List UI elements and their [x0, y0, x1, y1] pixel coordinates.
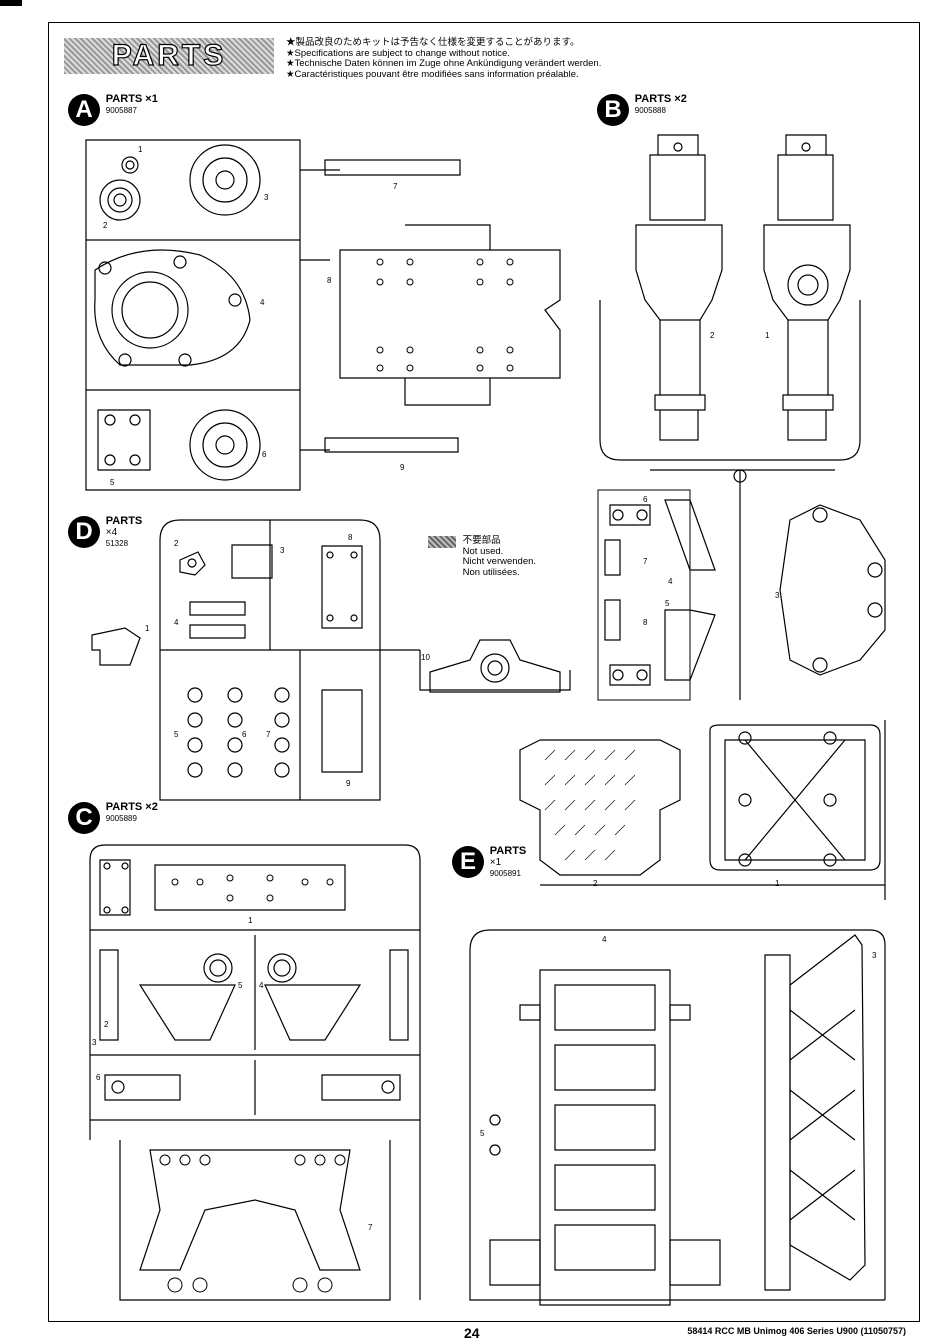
tree-b-drawing — [597, 134, 886, 701]
not-used-swatch — [428, 536, 456, 548]
pn-a4: 4 — [260, 298, 265, 307]
pn-e4: 4 — [602, 935, 607, 944]
pn-c2: 2 — [104, 1020, 109, 1029]
legend-en: Not used. — [462, 545, 504, 557]
registration-mark — [0, 0, 22, 6]
tree-e-title: PARTS — [489, 845, 527, 857]
tree-d-label: D PARTS ×4 51328 — [68, 516, 142, 549]
legend-de: Nicht verwenden. — [462, 556, 537, 567]
pn-e5: 5 — [480, 1129, 485, 1138]
part-number-labels: 1 2 3 4 5 6 7 8 9 1 2 3 4 5 6 7 8 1 2 3 … — [92, 145, 877, 1232]
tree-e-qty: ×1 — [489, 857, 502, 868]
pn-c1: 1 — [248, 916, 253, 925]
tree-d-title: PARTS — [105, 515, 143, 527]
pn-a5: 5 — [110, 478, 115, 487]
pn-b5: 5 — [665, 599, 670, 608]
tree-a-drawing — [85, 139, 561, 491]
note-jp: ★製品改良のためキットは予告なく仕様を変更することがあります。 — [286, 37, 580, 48]
tree-d-drawing — [91, 519, 571, 801]
pn-d8: 8 — [348, 533, 353, 542]
legend-fr: Non utilisées. — [462, 566, 520, 578]
tree-b-badge: B — [597, 94, 629, 126]
tree-d-badge: D — [68, 516, 100, 548]
tree-c-code: 9005889 — [105, 814, 137, 823]
note-de: ★Technische Daten können im Zuge ohne An… — [286, 58, 602, 69]
tree-a-qty: PARTS ×1 — [105, 93, 158, 105]
pn-b2: 2 — [710, 331, 715, 340]
pn-b7: 7 — [643, 557, 648, 566]
tree-b-label: B PARTS ×2 9005888 — [597, 94, 687, 126]
pn-d5: 5 — [174, 730, 179, 739]
pn-d10: 10 — [421, 653, 430, 662]
note-en: ★Specifications are subject to change wi… — [286, 47, 510, 59]
pn-d9: 9 — [346, 779, 351, 788]
pn-d6: 6 — [242, 730, 247, 739]
pn-b6: 6 — [643, 495, 648, 504]
pn-c4: 4 — [259, 981, 264, 990]
tree-a-badge: A — [68, 94, 100, 126]
tree-b-code: 9005888 — [634, 106, 666, 115]
pn-a8: 8 — [327, 276, 332, 285]
pn-a2: 2 — [103, 221, 108, 230]
pn-c6: 6 — [96, 1073, 101, 1082]
tree-b-qty: PARTS ×2 — [634, 93, 687, 105]
pn-e2: 2 — [593, 879, 598, 888]
tree-a-code: 9005887 — [105, 106, 137, 115]
parts-title: PARTS — [64, 38, 274, 74]
pn-e3: 3 — [872, 951, 877, 960]
page-number: 24 — [464, 1325, 480, 1341]
tree-e-label: E PARTS ×1 9005891 — [452, 846, 526, 879]
pn-d1: 1 — [145, 624, 150, 633]
pn-b4: 4 — [668, 577, 673, 586]
pn-c7: 7 — [368, 1223, 373, 1232]
pn-c3: 3 — [92, 1038, 97, 1047]
pn-d7: 7 — [266, 730, 271, 739]
tree-e-top-drawing — [519, 720, 886, 900]
pn-e1: 1 — [775, 879, 780, 888]
pn-b8: 8 — [643, 618, 648, 627]
tree-c-label: C PARTS ×2 9005889 — [68, 802, 158, 834]
tree-a-label: A PARTS ×1 9005887 — [68, 94, 158, 126]
pn-a7: 7 — [393, 182, 398, 191]
pn-b3: 3 — [775, 591, 780, 600]
pn-d3: 3 — [280, 546, 285, 555]
note-fr: ★Caractéristiques pouvant être modifiées… — [286, 68, 579, 80]
pn-a1: 1 — [138, 145, 143, 154]
pn-a3: 3 — [264, 193, 269, 202]
tree-c-badge: C — [68, 802, 100, 834]
kit-info: 58414 RCC MB Unimog 406 Series U900 (110… — [687, 1326, 906, 1336]
page-frame — [48, 22, 920, 1322]
pn-b1: 1 — [765, 331, 770, 340]
pn-d4: 4 — [174, 618, 179, 627]
spec-notes: ★製品改良のためキットは予告なく仕様を変更することがあります。 ★Specifi… — [286, 37, 706, 80]
tree-d-qty: ×4 — [105, 527, 118, 538]
pn-a6: 6 — [262, 450, 267, 459]
pn-d2: 2 — [174, 539, 179, 548]
tree-e-code: 9005891 — [489, 869, 521, 878]
tree-d-code: 51328 — [105, 539, 129, 548]
tree-c-qty: PARTS ×2 — [105, 801, 158, 813]
tree-c-drawing — [89, 844, 421, 1301]
pn-c5: 5 — [238, 981, 243, 990]
tree-e-badge: E — [452, 846, 484, 878]
pn-a9: 9 — [400, 463, 405, 472]
tree-e-bottom-drawing — [469, 929, 886, 1306]
not-used-legend: 不要部品 Not used. Nicht verwenden. Non util… — [428, 535, 537, 578]
legend-jp: 不要部品 — [462, 535, 501, 546]
